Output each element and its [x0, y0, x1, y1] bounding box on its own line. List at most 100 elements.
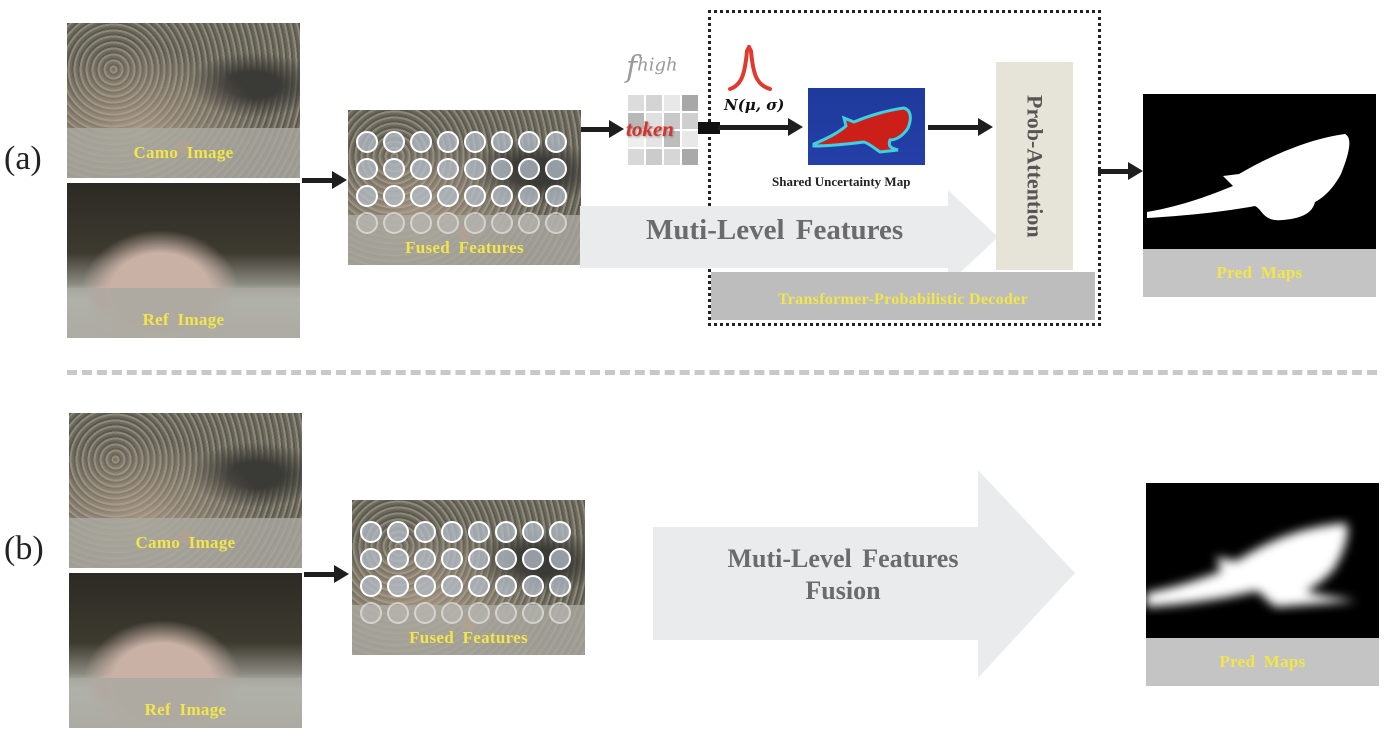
feature-circle	[545, 185, 567, 207]
feature-circle	[383, 158, 405, 180]
feature-circle	[410, 185, 432, 207]
uncertainty-map	[808, 88, 925, 165]
gaussian-icon	[728, 45, 772, 91]
pred-caption-band-b: Pred Maps	[1146, 638, 1379, 686]
feature-circle	[491, 212, 513, 234]
feature-circle	[410, 158, 432, 180]
token-cell	[682, 131, 698, 147]
feature-circle	[437, 185, 459, 207]
feature-circle	[387, 602, 409, 624]
fused-features-caption: Fused Features	[405, 238, 524, 257]
arrow-to-pred-a	[1098, 169, 1128, 174]
feature-circle	[356, 212, 378, 234]
feature-circle	[468, 602, 490, 624]
token-cell	[628, 113, 644, 129]
fusion-label-line2: Fusion	[805, 576, 881, 605]
camo-caption-band: Camo Image	[67, 128, 300, 178]
pred-map-a	[1143, 94, 1376, 249]
arrow-head-icon	[332, 171, 347, 189]
token-cell	[646, 131, 662, 147]
feature-circle	[545, 212, 567, 234]
feature-circle	[414, 602, 436, 624]
token-label: token	[626, 117, 674, 141]
ref-image-b: Ref Image	[69, 573, 302, 728]
feature-circle	[522, 602, 544, 624]
panel-label-b: (b)	[4, 530, 44, 567]
distribution-label: N(μ, σ)	[724, 96, 785, 114]
token-cell	[664, 131, 680, 147]
feature-circle	[387, 521, 409, 543]
feature-circle	[522, 575, 544, 597]
feature-circle	[441, 602, 463, 624]
feature-circle	[549, 521, 571, 543]
feature-token-grid	[356, 131, 567, 234]
decoder-box	[708, 10, 1101, 326]
fusion-arrow	[653, 470, 1075, 678]
arrow-to-token	[581, 127, 611, 132]
feature-circle	[518, 158, 540, 180]
camo-image-a: Camo Image	[67, 23, 300, 178]
feature-symbol-sup: high	[637, 54, 678, 76]
feature-circle	[437, 158, 459, 180]
fusion-label-line1: Muti-Level Features	[727, 544, 959, 573]
pred-maps-caption: Pred Maps	[1219, 652, 1306, 671]
arrow-head-icon	[334, 565, 349, 583]
feature-circle	[356, 131, 378, 153]
fusion-label: Muti-Level Features Fusion	[653, 543, 1033, 607]
arrow-to-attention	[928, 125, 978, 130]
camo-image-b: Camo Image	[69, 413, 302, 568]
token-grid: token	[626, 95, 698, 165]
feature-circle	[522, 548, 544, 570]
arrow-head-icon	[788, 118, 803, 136]
ref-image-a: Ref Image	[67, 183, 300, 338]
decoder-band: Transformer-Probabilistic Decoder	[711, 272, 1095, 320]
feature-circle	[491, 158, 513, 180]
feature-circle	[441, 521, 463, 543]
feature-circle	[464, 158, 486, 180]
feature-circle	[522, 521, 544, 543]
feature-circle	[360, 548, 382, 570]
feature-circle	[410, 212, 432, 234]
token-cell	[682, 95, 698, 111]
feature-circle	[491, 185, 513, 207]
ref-caption-band: Ref Image	[69, 678, 302, 728]
multilevel-features-label: Muti-Level Features	[646, 214, 904, 246]
feature-circle	[468, 575, 490, 597]
feature-circle	[360, 521, 382, 543]
fused-features-a: Fused Features	[348, 110, 581, 265]
feature-circle	[360, 602, 382, 624]
camo-image-caption: Camo Image	[135, 533, 236, 552]
prob-attention-block: Prob-Attention	[996, 62, 1073, 270]
ref-caption-band: Ref Image	[67, 288, 300, 338]
arrow-head-icon	[609, 120, 624, 138]
ref-image-caption: Ref Image	[144, 700, 227, 719]
feature-token-grid	[360, 521, 571, 624]
feature-circle	[549, 602, 571, 624]
feature-circle	[495, 548, 517, 570]
camo-image-caption: Camo Image	[133, 143, 234, 162]
feature-circle	[383, 185, 405, 207]
pred-maps-caption: Pred Maps	[1216, 263, 1303, 282]
feature-circle	[360, 575, 382, 597]
camo-caption-band: Camo Image	[69, 518, 302, 568]
token-cell	[646, 95, 662, 111]
fused-features-caption: Fused Features	[409, 628, 528, 647]
feature-circle	[437, 212, 459, 234]
feature-symbol-base: f	[626, 50, 638, 85]
token-cell	[664, 113, 680, 129]
feature-circle	[464, 212, 486, 234]
pred-map-b	[1146, 483, 1379, 638]
feature-circle	[387, 575, 409, 597]
feature-circle	[410, 131, 432, 153]
ref-image-caption: Ref Image	[142, 310, 225, 329]
feature-circle	[437, 131, 459, 153]
feature-circle	[414, 575, 436, 597]
uncertainty-caption: Shared Uncertainty Map	[772, 174, 911, 189]
pred-caption-band-a: Pred Maps	[1143, 249, 1376, 297]
feature-circle	[356, 158, 378, 180]
feature-circle	[545, 131, 567, 153]
feature-circle	[495, 521, 517, 543]
panel-label-a: (a)	[4, 140, 42, 177]
arrow-to-fused-b	[304, 572, 336, 577]
token-cell	[628, 131, 644, 147]
